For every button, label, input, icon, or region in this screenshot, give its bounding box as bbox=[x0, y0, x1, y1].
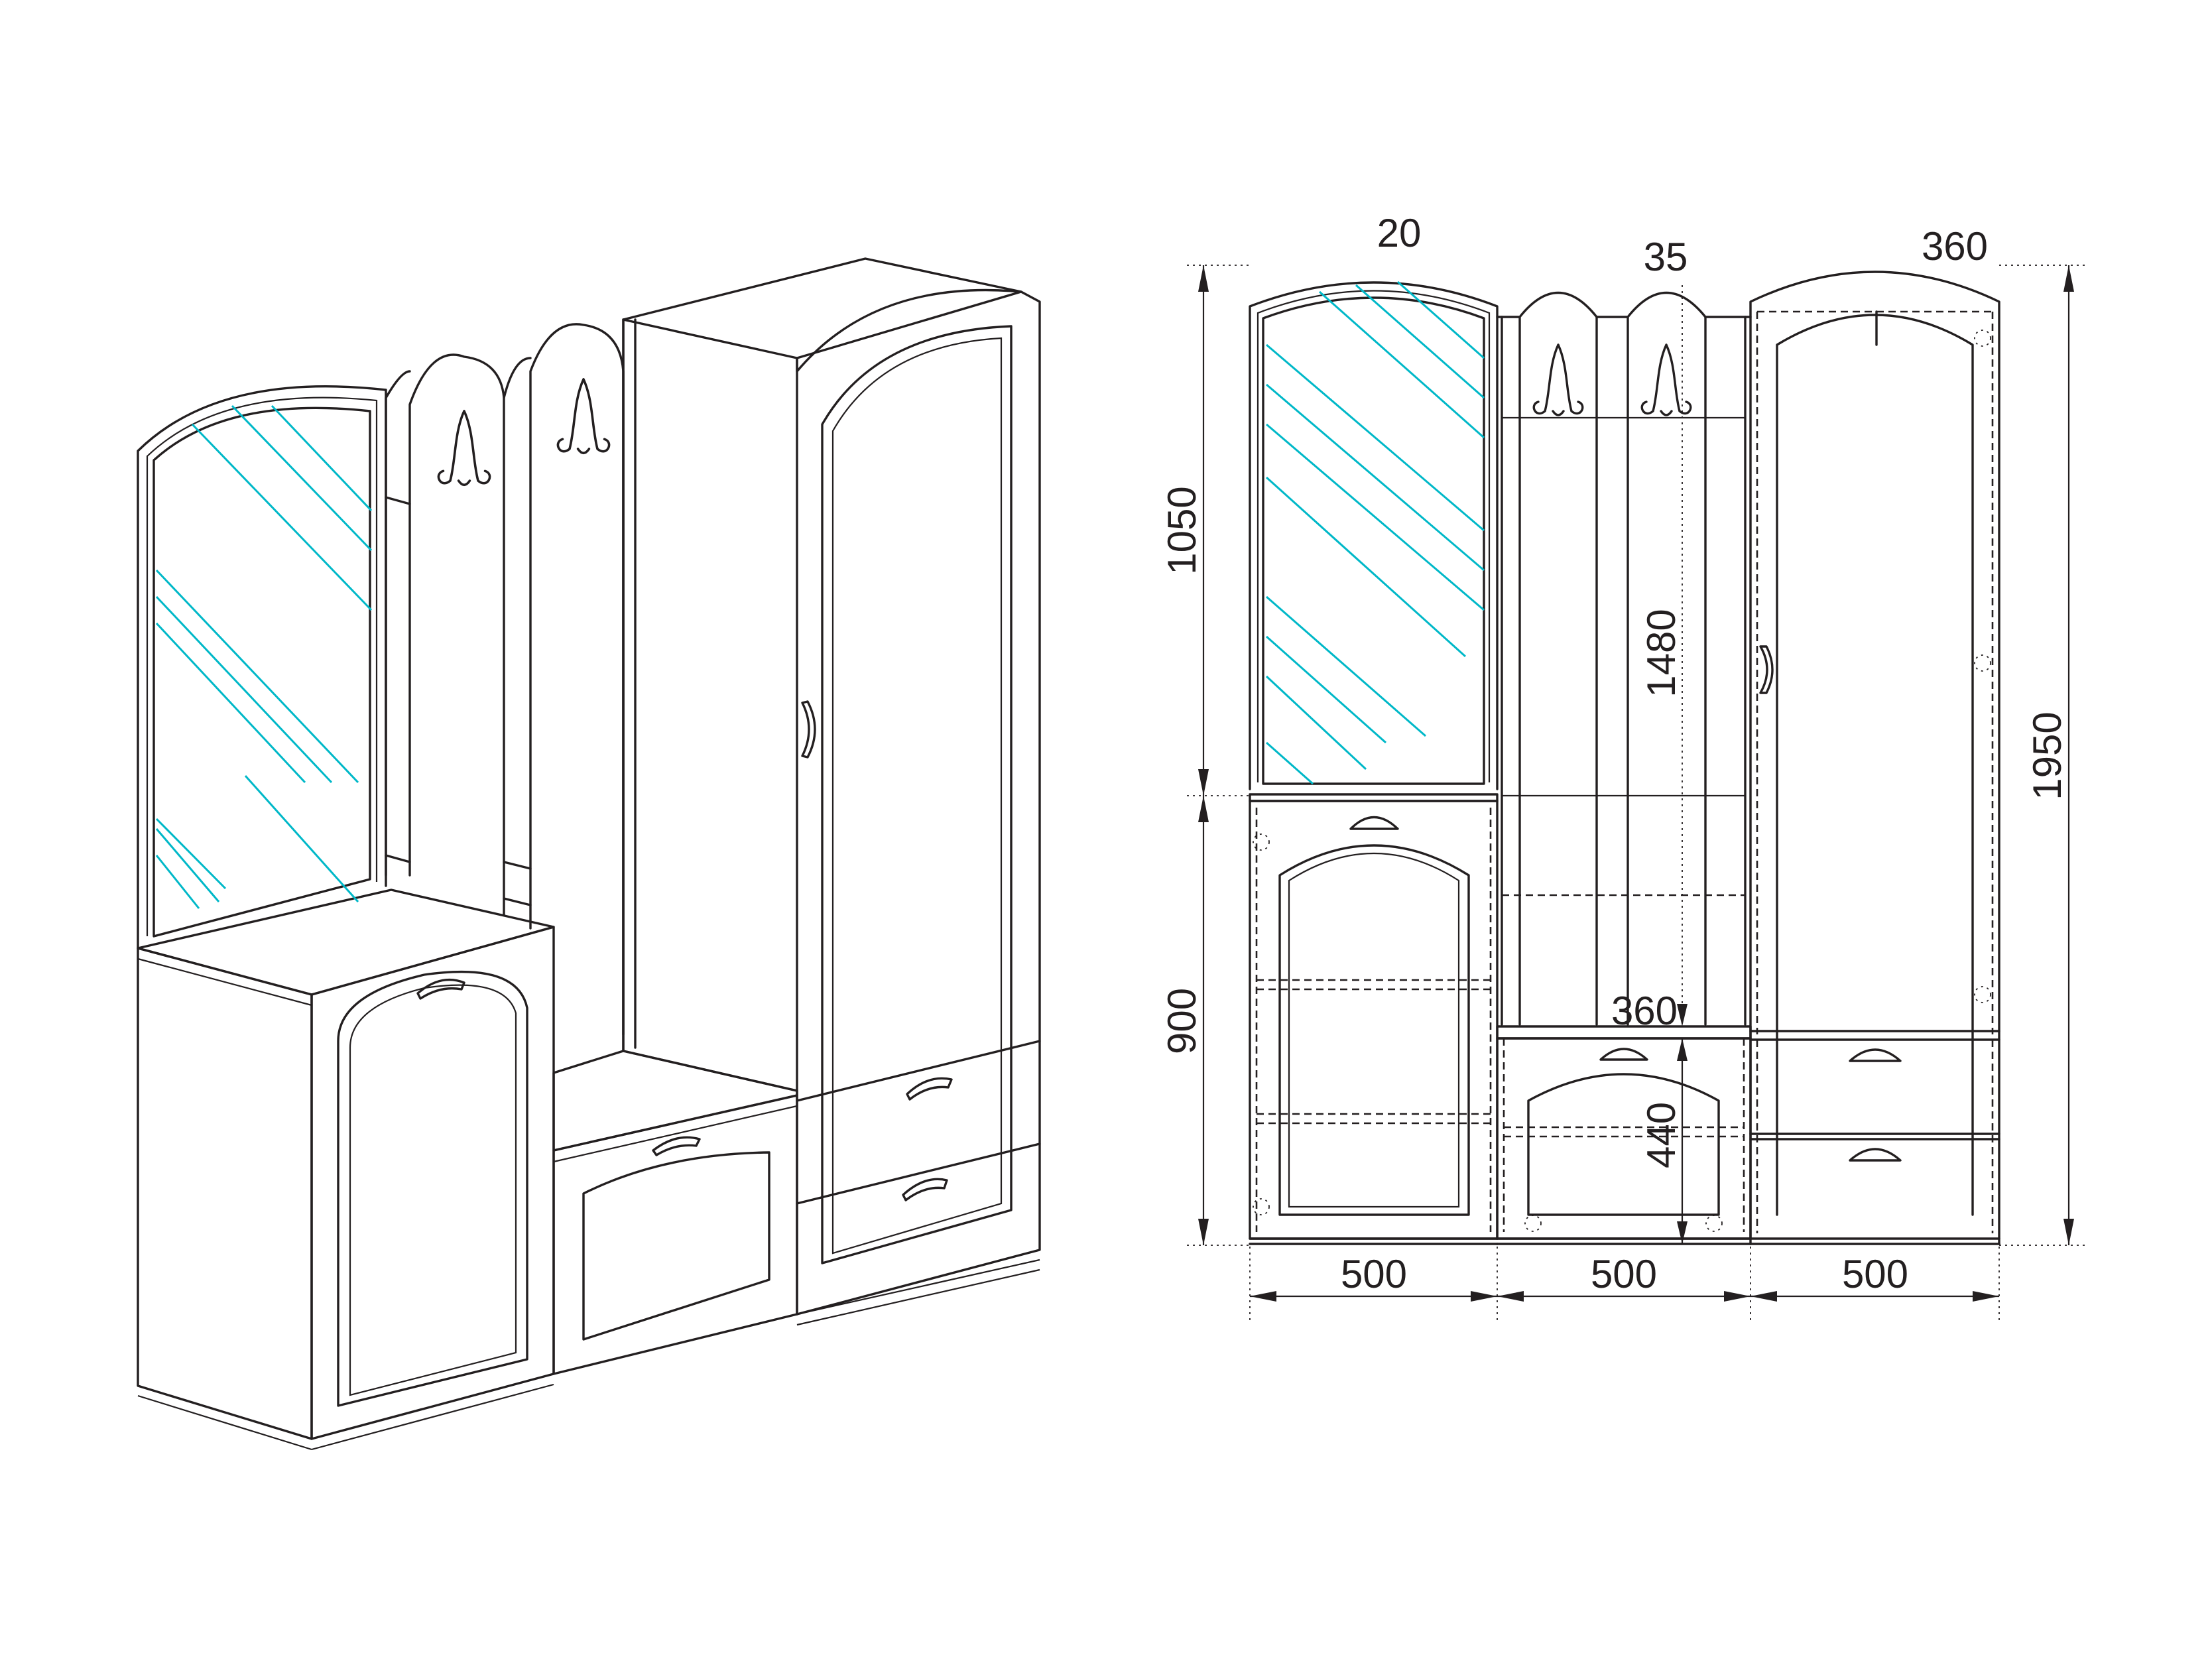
dim-hook-panel-height: 1480 bbox=[1639, 609, 1684, 697]
iso-coat-hook-icon bbox=[437, 410, 491, 487]
iso-coat-hook-icon bbox=[556, 378, 611, 455]
front-bench-handle-icon bbox=[1599, 1048, 1648, 1061]
iso-drawer-handle-icon bbox=[902, 1178, 948, 1201]
dim-bench-height: 440 bbox=[1639, 1102, 1684, 1168]
iso-dresser-handle-icon bbox=[416, 978, 465, 1000]
dimension-lines: 20 35 360 1050 900 1480 360 440 1950 500… bbox=[1160, 211, 2089, 1323]
front-drawer-handle-icon bbox=[1849, 1048, 1902, 1062]
front-left-module bbox=[1249, 280, 1499, 1245]
dim-mirror-height: 1050 bbox=[1160, 486, 1204, 574]
front-wardrobe-handle-icon bbox=[1759, 645, 1774, 694]
isometric-view bbox=[137, 257, 1041, 1451]
dim-cabinet-height: 900 bbox=[1160, 988, 1204, 1054]
front-coat-hook-icon bbox=[1640, 343, 1692, 416]
dim-width-left: 500 bbox=[1341, 1252, 1407, 1296]
front-mirror-hatch bbox=[1265, 280, 1485, 785]
dim-width-middle: 500 bbox=[1591, 1252, 1657, 1296]
dim-total-height: 1950 bbox=[2025, 711, 2069, 800]
iso-mirror bbox=[137, 385, 387, 950]
front-left-handle-icon bbox=[1349, 816, 1399, 830]
front-coat-hook-icon bbox=[1532, 343, 1584, 416]
iso-drawer-handle-icon bbox=[906, 1077, 953, 1101]
dim-top-right: 360 bbox=[1922, 224, 1988, 269]
dim-top-middle: 35 bbox=[1644, 235, 1688, 279]
front-view bbox=[1249, 271, 2000, 1245]
front-middle-module bbox=[1496, 292, 1752, 1245]
iso-wardrobe-handle-icon bbox=[801, 700, 816, 759]
iso-mirror-hatch bbox=[155, 404, 373, 909]
iso-dresser-cabinet bbox=[137, 889, 555, 1451]
dim-top-left: 20 bbox=[1377, 211, 1422, 255]
front-drawer-handle-icon bbox=[1849, 1148, 1902, 1162]
dim-width-right: 500 bbox=[1842, 1252, 1908, 1296]
front-right-module bbox=[1749, 271, 2000, 1245]
iso-wardrobe bbox=[622, 257, 1041, 1326]
iso-bench bbox=[552, 1050, 798, 1375]
iso-bench-handle-icon bbox=[652, 1136, 701, 1156]
iso-hook-panels bbox=[385, 323, 625, 1036]
dim-bench-depth: 360 bbox=[1611, 989, 1678, 1033]
